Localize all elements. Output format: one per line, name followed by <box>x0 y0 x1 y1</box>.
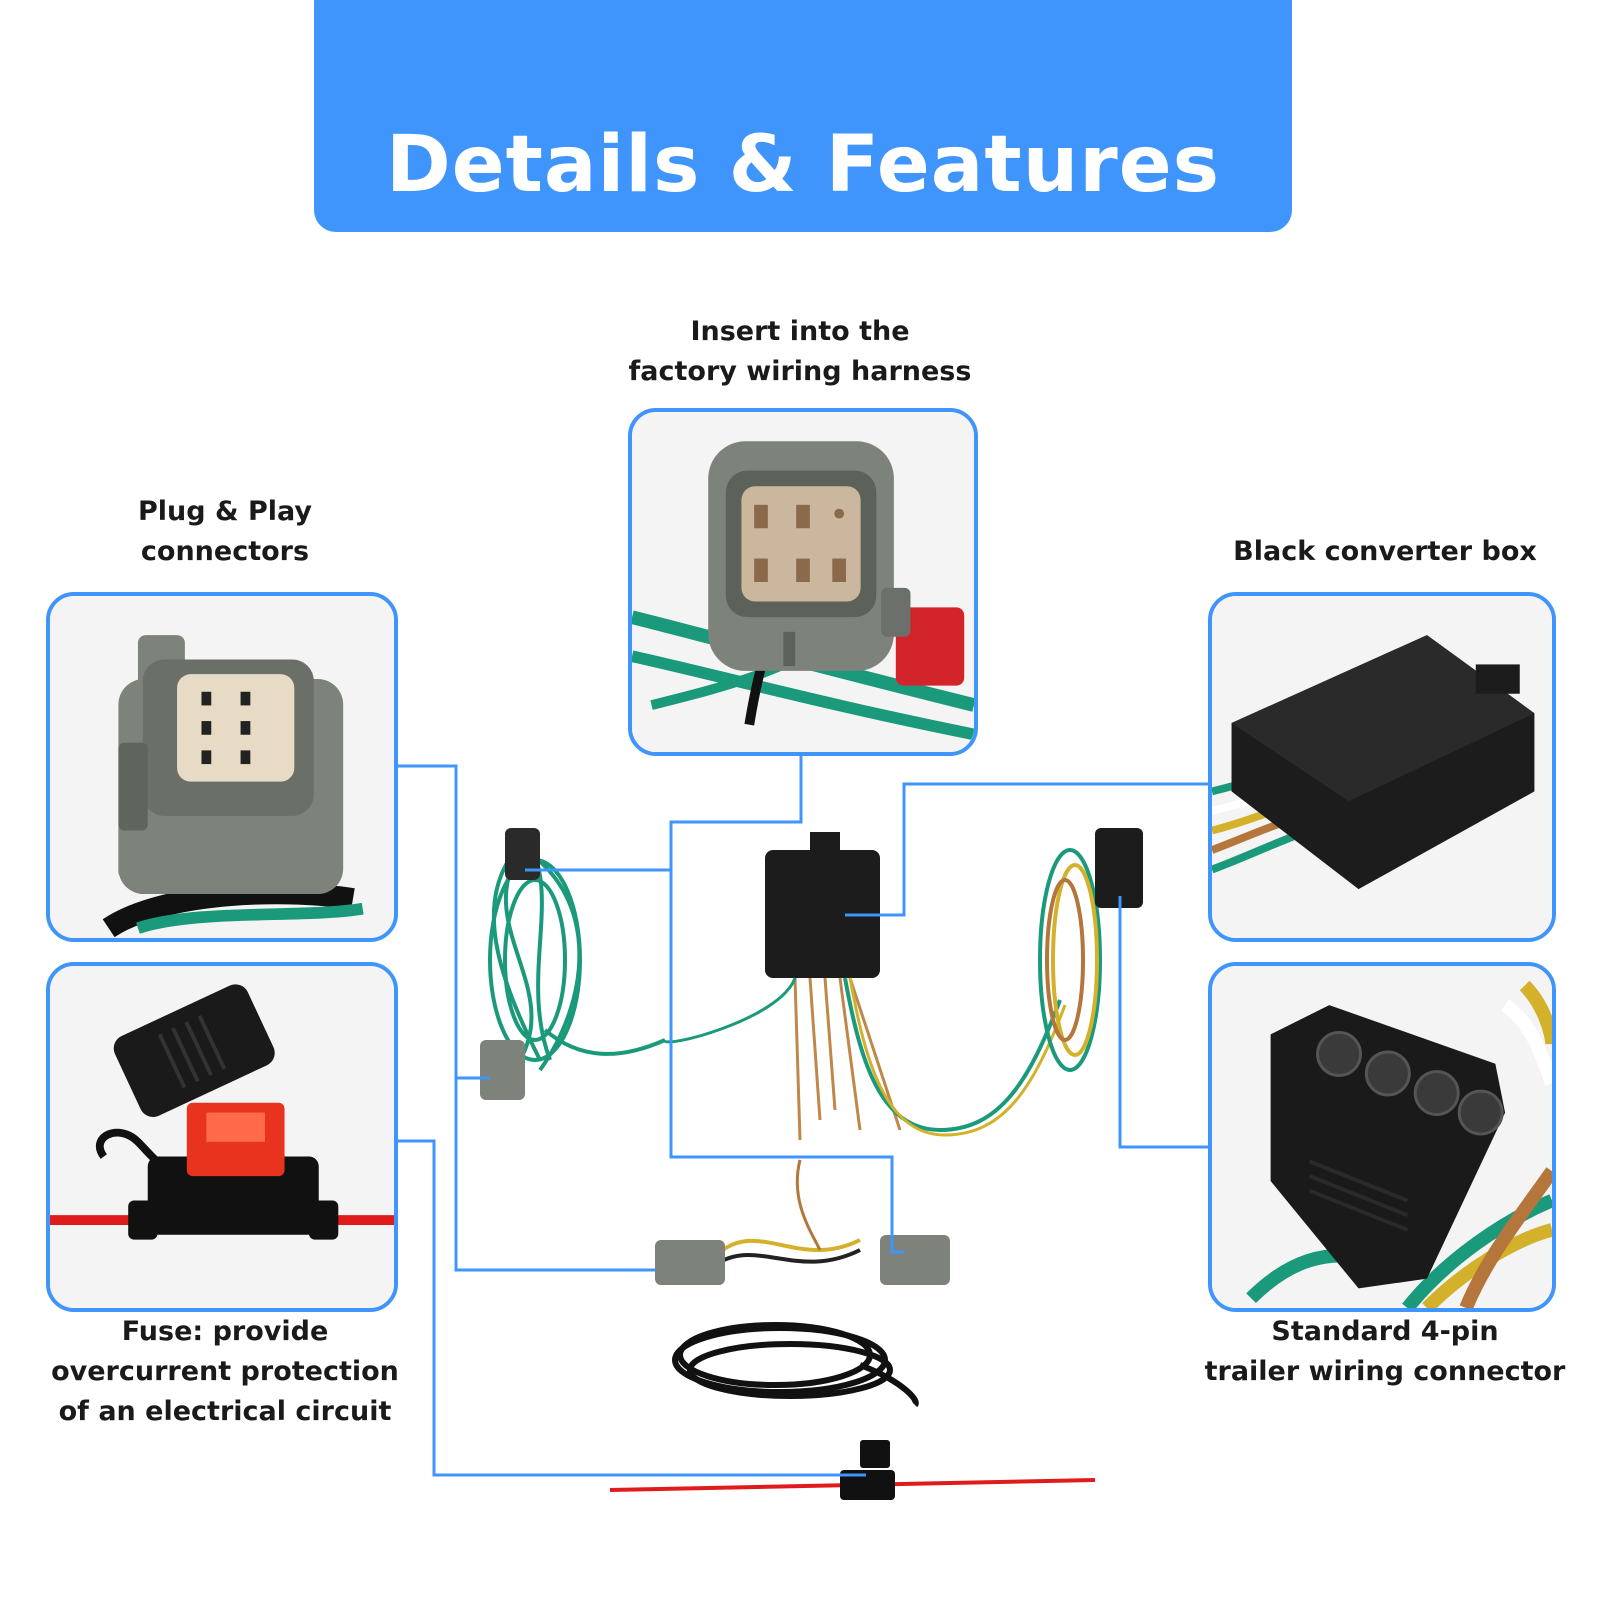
callout-converter-box <box>845 782 1211 917</box>
caption-factory-harness: Insert into the factory wiring harness <box>600 312 1000 392</box>
panel-factory-harness <box>628 408 978 756</box>
caption-four-pin: Standard 4-pin trailer wiring connector <box>1200 1312 1570 1392</box>
plug-play-photo <box>50 596 394 938</box>
fuse-photo <box>50 966 394 1308</box>
four-pin-photo <box>1212 966 1552 1308</box>
panel-fuse <box>46 962 398 1312</box>
caption-line: of an electrical circuit <box>58 1396 392 1427</box>
caption-line: connectors <box>140 536 310 567</box>
converter-box <box>663 832 1067 1141</box>
right-four-pin-connector <box>1095 828 1143 908</box>
header-banner: Details & Features <box>314 0 1292 232</box>
caption-plug-play: Plug & Play connectors <box>60 492 390 572</box>
callout-factory-harness <box>669 754 904 1254</box>
caption-line: Fuse: provide <box>121 1316 329 1347</box>
panel-plug-play <box>46 592 398 942</box>
caption-converter-box: Black converter box <box>1200 532 1570 572</box>
panel-four-pin <box>1208 962 1556 1312</box>
caption-line: factory wiring harness <box>628 356 972 387</box>
converter-box-photo <box>1212 596 1552 938</box>
caption-fuse: Fuse: provide overcurrent protection of … <box>30 1312 420 1432</box>
caption-line: Plug & Play <box>138 496 312 527</box>
left-harness-bottom-connector <box>480 1040 525 1100</box>
black-wire-coil <box>672 1322 919 1408</box>
caption-line: trailer wiring connector <box>1204 1356 1566 1387</box>
callout-plug-play <box>396 764 655 1272</box>
page-title: Details & Features <box>385 120 1221 210</box>
factory-harness-photo <box>632 412 974 752</box>
callout-fuse <box>396 1139 866 1477</box>
caption-line: Standard 4-pin <box>1271 1316 1499 1347</box>
right-harness-coil <box>1038 848 1102 1072</box>
inline-fuse <box>609 1440 1096 1500</box>
caption-line: Insert into the <box>690 316 910 347</box>
t-connector-pair <box>655 1159 950 1285</box>
panel-converter-box <box>1208 592 1556 942</box>
caption-line: overcurrent protection <box>51 1356 399 1387</box>
caption-line: Black converter box <box>1233 536 1537 567</box>
callout-four-pin <box>1118 896 1210 1149</box>
left-harness-top-connector <box>505 828 540 880</box>
